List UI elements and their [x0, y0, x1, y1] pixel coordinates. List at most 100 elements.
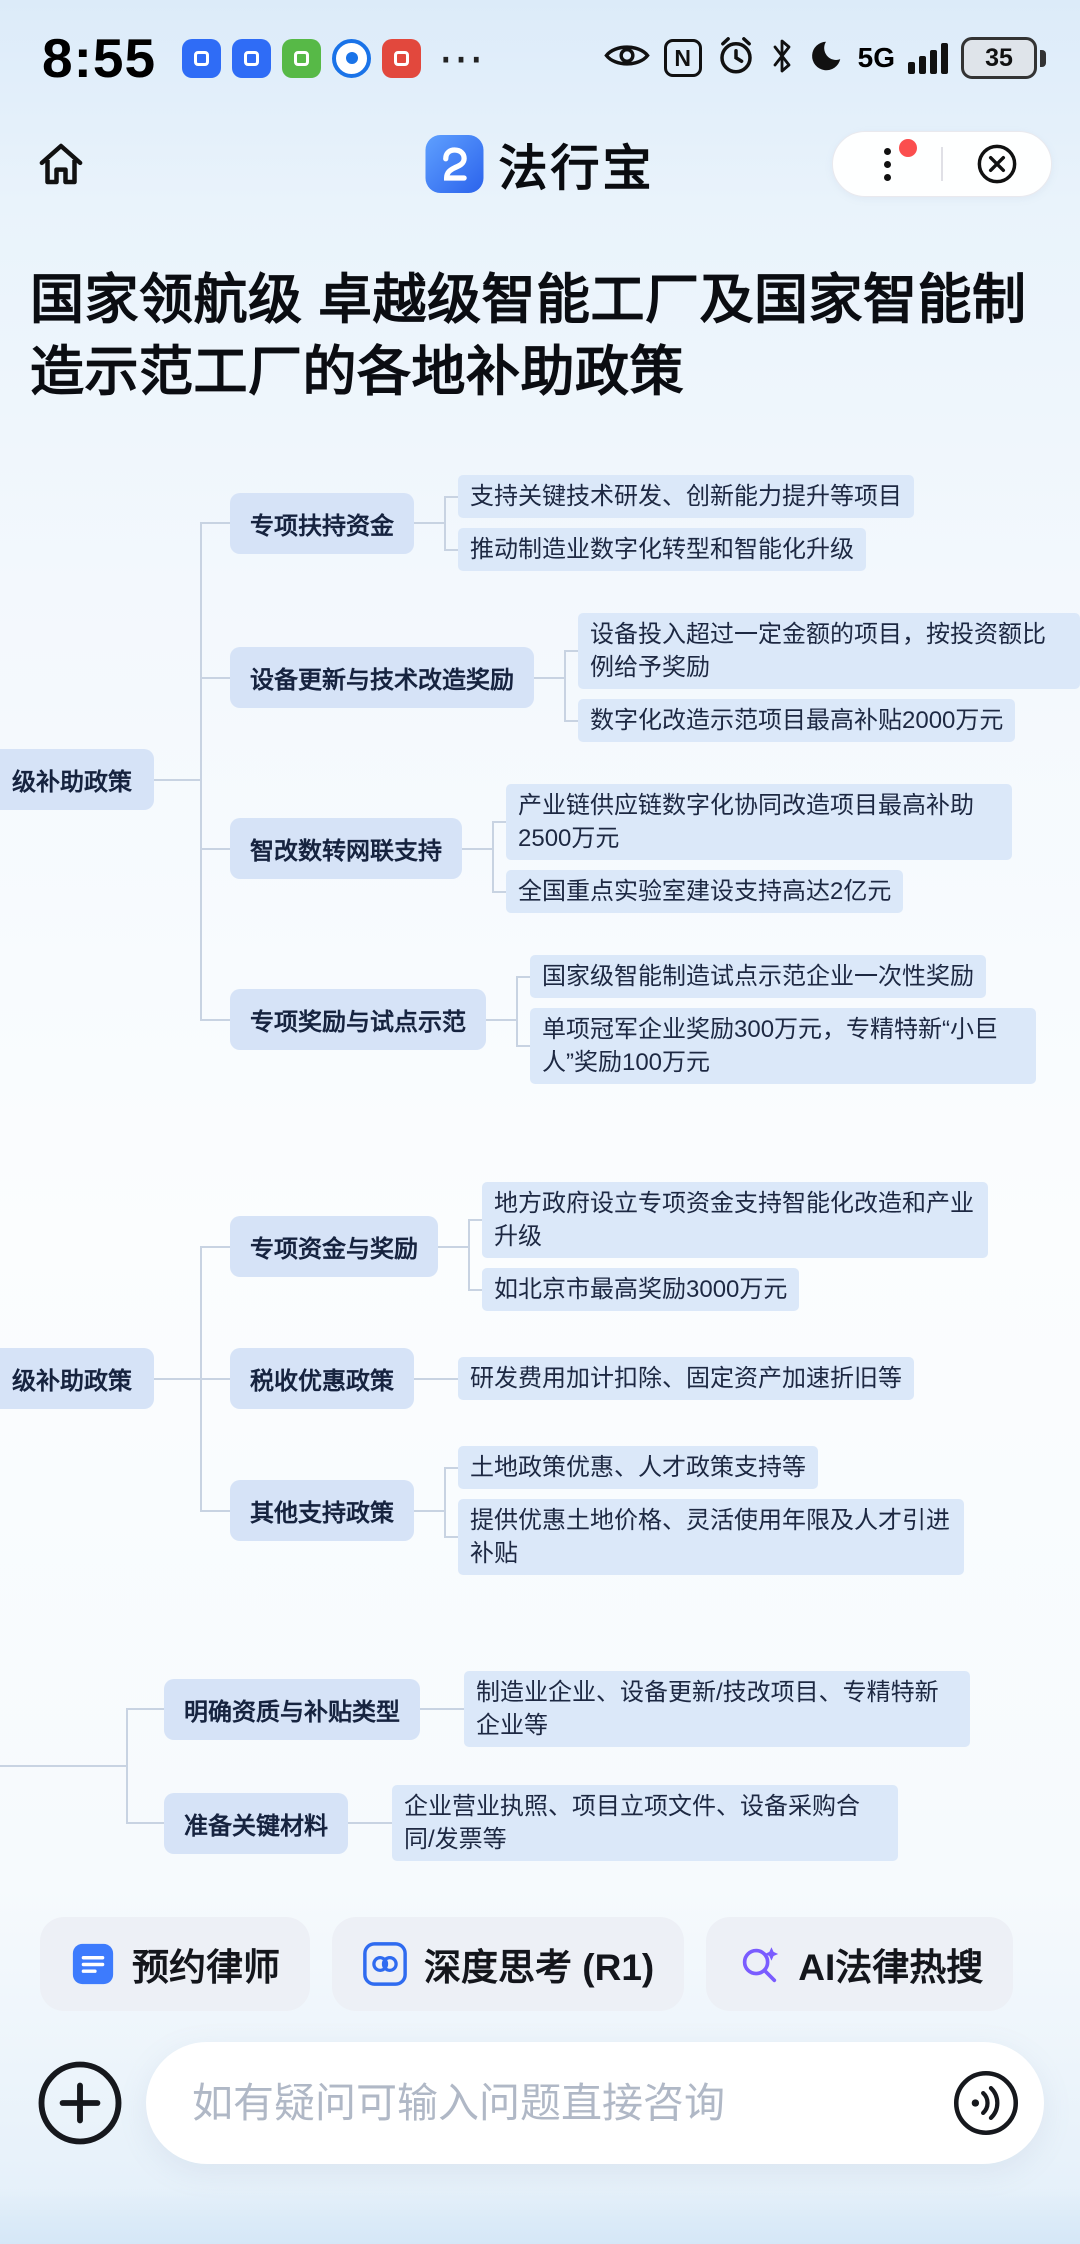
mindmap-leaf: 提供优惠土地价格、灵活使用年限及人才引进补贴 — [444, 1494, 964, 1580]
mindmap-leaf-text: 土地政策优惠、人才政策支持等 — [458, 1446, 818, 1489]
status-bar-left: 8:55 ⋯ — [42, 26, 486, 90]
close-button[interactable] — [943, 132, 1051, 196]
status-bar-right: N 5G 35 — [603, 35, 1046, 82]
send-voice-icon — [953, 2070, 1019, 2136]
mindmap-branch-node: 其他支持政策 — [230, 1480, 414, 1541]
add-attachment-button[interactable] — [36, 2059, 124, 2147]
alarm-icon — [715, 35, 757, 82]
mindmap-leaf-text: 单项冠军企业奖励300万元，专精特新“小巨人”奖励100万元 — [530, 1008, 1036, 1084]
more-menu-button[interactable] — [833, 132, 941, 196]
status-bar: 8:55 ⋯ N 5G 35 — [0, 0, 1080, 100]
mindmap-branch-node: 明确资质与补贴类型 — [164, 1678, 420, 1740]
mindmap-leaf-text: 支持关键技术研发、创新能力提升等项目 — [458, 475, 914, 518]
mindmap-leaves: 企业营业执照、项目立项文件、设备采购合同/发票等 — [378, 1780, 898, 1866]
connector-line — [414, 1377, 444, 1380]
page-title: 国家领航级 卓越级智能工厂及国家智能制造示范工厂的各地补助政策 — [30, 270, 1027, 402]
mindmap-leaf-text: 企业营业执照、项目立项文件、设备采购合同/发票等 — [392, 1785, 898, 1861]
mindmap-leaves: 国家级智能制造试点示范企业一次性奖励 单项冠军企业奖励300万元，专精特新“小巨… — [516, 950, 1036, 1089]
mindmap-leaves: 研发费用加计扣除、固定资产加速折旧等 — [444, 1352, 914, 1405]
mindmap-leaf-text: 国家级智能制造试点示范企业一次性奖励 — [530, 955, 986, 998]
notification-app-icon — [332, 38, 372, 78]
mindmap-leaves: 土地政策优惠、人才政策支持等 提供优惠土地价格、灵活使用年限及人才引进补贴 — [444, 1441, 964, 1580]
mindmap-section: 级补助政策 专项扶持资金 支持关键技术研发、创新能力提升等项目 推动制造业数字化… — [0, 454, 1080, 1105]
composer-bar — [36, 2042, 1044, 2164]
miniapp-capsule — [832, 131, 1052, 197]
more-notifications-icon: ⋯ — [438, 32, 487, 84]
app-name: 法行宝 — [498, 141, 655, 196]
mindmap-branch: 税收优惠政策 研发费用加计扣除、固定资产加速折旧等 — [200, 1332, 988, 1425]
header: 法行宝 — [0, 100, 1080, 228]
connector-line — [534, 676, 564, 679]
mindmap-branches: 专项资金与奖励 地方政府设立专项资金支持智能化改造和产业升级 如北京市最高奖励3… — [200, 1161, 988, 1596]
deep-think-button[interactable]: 深度思考 (R1) — [332, 1917, 685, 2011]
home-icon — [39, 143, 83, 185]
action-label: AI法律热搜 — [798, 1947, 984, 1988]
ai-legal-hot-search-button[interactable]: AI法律热搜 — [706, 1917, 1014, 2011]
hot-search-icon — [743, 1947, 779, 1983]
mindmap-leaf: 土地政策优惠、人才政策支持等 — [444, 1441, 964, 1494]
mindmap-branch: 专项资金与奖励 地方政府设立专项资金支持智能化改造和产业升级 如北京市最高奖励3… — [200, 1161, 988, 1332]
home-button[interactable] — [32, 135, 90, 193]
app-logo: 法行宝 — [425, 129, 654, 200]
mindmap-branches: 专项扶持资金 支持关键技术研发、创新能力提升等项目 推动制造业数字化转型和智能化… — [200, 454, 1080, 1105]
mindmap-branch-node: 设备更新与技术改造奖励 — [230, 647, 534, 708]
bottom-gradient — [0, 2188, 1080, 2244]
connector-line — [154, 1377, 200, 1380]
mindmap-leaf: 研发费用加计扣除、固定资产加速折旧等 — [444, 1352, 914, 1405]
mindmap-leaf-text: 推动制造业数字化转型和智能化升级 — [458, 528, 866, 571]
eye-protection-icon — [603, 40, 651, 76]
mindmap-leaf-text: 地方政府设立专项资金支持智能化改造和产业升级 — [482, 1182, 988, 1258]
plus-icon — [38, 2061, 122, 2145]
mindmap-leaf: 设备投入超过一定金额的项目，按投资额比例给予奖励 — [564, 608, 1080, 694]
mindmap-leaf-text: 全国重点实验室建设支持高达2亿元 — [506, 870, 904, 913]
mindmap-leaf: 支持关键技术研发、创新能力提升等项目 — [444, 470, 914, 523]
mindmap-leaf: 全国重点实验室建设支持高达2亿元 — [492, 865, 1012, 918]
mindmap-branch: 准备关键材料 企业营业执照、项目立项文件、设备采购合同/发票等 — [126, 1766, 970, 1880]
question-input[interactable] — [192, 2079, 952, 2127]
mindmap-branch: 专项奖励与试点示范 国家级智能制造试点示范企业一次性奖励 单项冠军企业奖励300… — [200, 934, 1080, 1105]
signal-bars-icon — [908, 42, 948, 74]
notification-app-icon — [232, 38, 272, 78]
mindmap-section: 明确资质与补贴类型 制造业企业、设备更新/技改项目、专精特新企业等 准备关键材料… — [0, 1652, 1080, 1880]
connector-line — [414, 1509, 444, 1512]
mindmap-leaf: 企业营业执照、项目立项文件、设备采购合同/发票等 — [378, 1780, 898, 1866]
send-button[interactable] — [952, 2069, 1020, 2137]
mindmap-branch: 智改数转网联支持 产业链供应链数字化协同改造项目最高补助2500万元 全国重点实… — [200, 763, 1080, 934]
question-input-pill — [146, 2042, 1044, 2164]
clock-time: 8:55 — [42, 27, 157, 89]
mindmap-branches: 明确资质与补贴类型 制造业企业、设备更新/技改项目、专精特新企业等 准备关键材料… — [126, 1652, 970, 1880]
mindmap-branch-node: 准备关键材料 — [164, 1792, 348, 1854]
notification-app-icon — [182, 38, 222, 78]
mindmap-leaves: 支持关键技术研发、创新能力提升等项目 推动制造业数字化转型和智能化升级 — [444, 470, 914, 576]
mindmap-leaf: 如北京市最高奖励3000万元 — [468, 1263, 988, 1316]
mindmap-leaf: 制造业企业、设备更新/技改项目、专精特新企业等 — [450, 1666, 970, 1752]
connector-line — [438, 1245, 468, 1248]
mindmap-leaves: 制造业企业、设备更新/技改项目、专精特新企业等 — [450, 1666, 970, 1752]
mindmap-leaf: 推动制造业数字化转型和智能化升级 — [444, 523, 914, 576]
kebab-menu-icon — [883, 147, 891, 181]
notification-app-icon — [382, 38, 422, 78]
mindmap-leaves: 地方政府设立专项资金支持智能化改造和产业升级 如北京市最高奖励3000万元 — [468, 1177, 988, 1316]
mindmap-leaf: 单项冠军企业奖励300万元，专精特新“小巨人”奖励100万元 — [516, 1003, 1036, 1089]
network-type-label: 5G — [857, 42, 895, 73]
connector-line — [414, 522, 444, 524]
do-not-disturb-moon-icon — [807, 37, 845, 80]
nfc-icon: N — [663, 39, 702, 77]
mindmap: 级补助政策 专项扶持资金 支持关键技术研发、创新能力提升等项目 推动制造业数字化… — [0, 454, 1080, 1880]
connector-line — [348, 1822, 378, 1824]
book-lawyer-button[interactable]: 预约律师 — [40, 1917, 310, 2011]
mindmap-branch: 设备更新与技术改造奖励 设备投入超过一定金额的项目，按投资额比例给予奖励 数字化… — [200, 592, 1080, 763]
mindmap-leaves: 产业链供应链数字化协同改造项目最高补助2500万元 全国重点实验室建设支持高达2… — [492, 779, 1012, 918]
mindmap-leaf-text: 制造业企业、设备更新/技改项目、专精特新企业等 — [464, 1671, 970, 1747]
mindmap-section: 级补助政策 专项资金与奖励 地方政府设立专项资金支持智能化改造和产业升级 如北京… — [0, 1161, 1080, 1596]
mindmap-branch: 专项扶持资金 支持关键技术研发、创新能力提升等项目 推动制造业数字化转型和智能化… — [200, 454, 1080, 592]
mindmap-root-node: 级补助政策 — [0, 749, 154, 810]
notification-app-icon — [282, 38, 322, 78]
notification-badge — [899, 139, 917, 157]
mindmap-branch: 其他支持政策 土地政策优惠、人才政策支持等 提供优惠土地价格、灵活使用年限及人才… — [200, 1425, 988, 1596]
mindmap-branch-node: 专项奖励与试点示范 — [230, 989, 486, 1050]
mindmap-leaves: 设备投入超过一定金额的项目，按投资额比例给予奖励 数字化改造示范项目最高补贴20… — [564, 608, 1080, 747]
connector-line — [486, 1018, 516, 1021]
mindmap-leaf-text: 研发费用加计扣除、固定资产加速折旧等 — [458, 1357, 914, 1400]
